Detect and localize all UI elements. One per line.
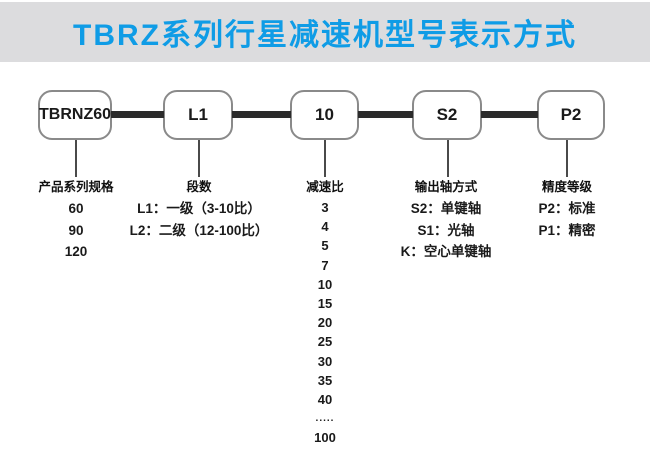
drop-line	[447, 140, 449, 177]
column-ratio-label: 减速比	[306, 180, 344, 194]
connector-line	[481, 111, 538, 118]
ratio-option: 10	[317, 276, 333, 292]
column-stages-label: 段数	[186, 180, 212, 194]
column-precision-label: 精度等级	[541, 180, 593, 194]
ratio-option: 5	[321, 238, 329, 254]
stages-option: L2：二级（12-100比）	[129, 222, 269, 238]
ratio-option: 3	[321, 200, 329, 215]
node-box-ratio: 10	[290, 90, 359, 140]
ratio-option: 25	[317, 334, 333, 350]
drop-line	[75, 140, 77, 177]
drop-line	[566, 140, 568, 177]
output-shaft-option: S2：单键轴	[410, 201, 482, 216]
column-series-label: 产品系列规格	[38, 180, 114, 194]
ratio-option: 100	[314, 430, 336, 446]
column-output-shaft-label: 输出轴方式	[414, 180, 478, 194]
header-banner: TBRZ系列行星减速机型号表示方式	[0, 2, 650, 62]
ratio-option: 35	[317, 372, 333, 388]
column-ratio: 减速比 3 4 5 7 10 15 20 25 30 35 40 ..... 1…	[306, 180, 344, 448]
series-option: 60	[68, 201, 84, 216]
output-shaft-option: S1：光轴	[417, 222, 475, 238]
series-option: 90	[68, 222, 84, 238]
ratio-option: 4	[321, 219, 329, 235]
column-precision: 精度等级 P2：标准 P1：精密	[538, 180, 595, 241]
stages-option: L1：一级（3-10比）	[137, 201, 261, 216]
column-series: 产品系列规格 60 90 120	[38, 180, 113, 263]
precision-option: P2：标准	[538, 201, 596, 216]
drop-line	[198, 140, 200, 177]
column-stages: 段数 L1：一级（3-10比） L2：二级（12-100比）	[130, 180, 269, 241]
connector-line	[111, 111, 164, 118]
ratio-option: 7	[321, 257, 329, 273]
node-box-stages: L1	[163, 90, 233, 140]
page-title: TBRZ系列行星减速机型号表示方式	[73, 19, 577, 52]
column-output-shaft: 输出轴方式 S2：单键轴 S1：光轴 K：空心单键轴	[401, 180, 492, 263]
series-option: 120	[64, 244, 88, 259]
precision-option: P1：精密	[538, 222, 596, 238]
node-box-series: TBRNZ60	[38, 90, 112, 140]
ratio-option: 15	[317, 296, 333, 312]
node-box-output-shaft: S2	[412, 90, 482, 140]
ratio-option: 30	[317, 353, 333, 369]
output-shaft-option: K：空心单键轴	[400, 244, 492, 259]
connector-line	[232, 111, 291, 118]
node-box-precision: P2	[537, 90, 605, 140]
ratio-option: 20	[317, 315, 333, 331]
ratio-option: 40	[317, 392, 333, 408]
connector-line	[358, 111, 413, 118]
drop-line	[324, 140, 326, 177]
ratio-ellipsis: .....	[315, 413, 335, 425]
